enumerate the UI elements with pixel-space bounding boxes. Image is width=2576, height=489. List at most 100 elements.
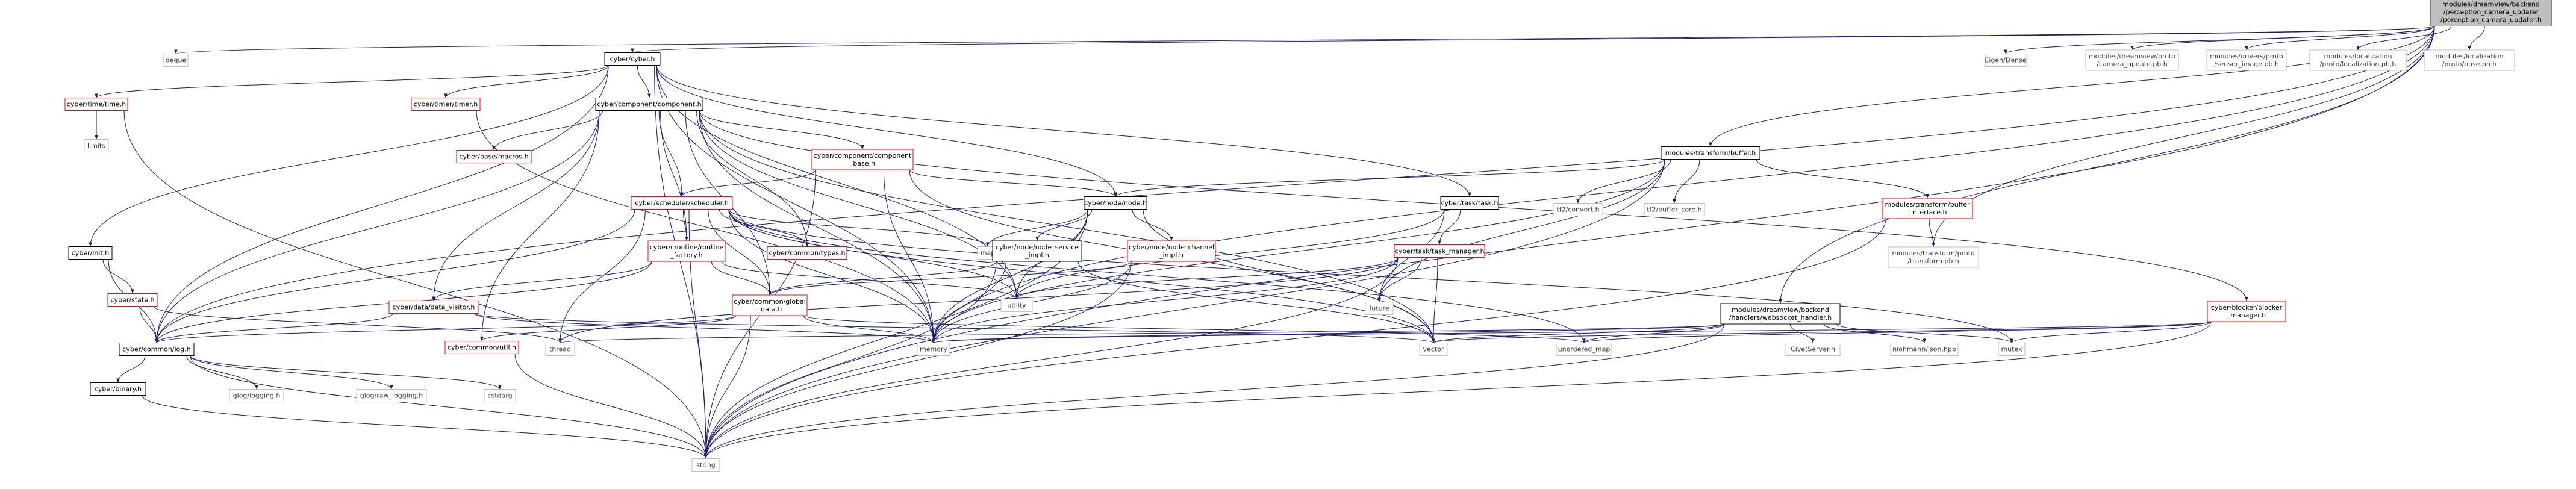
node-label-line: cyber/task/task.h xyxy=(1441,199,1498,207)
node-label-line: cyber/croutine/routine xyxy=(650,243,724,251)
node-time[interactable]: cyber/time/time.h xyxy=(64,98,128,111)
node-box xyxy=(1084,196,1147,210)
node-memory[interactable]: memory xyxy=(917,343,950,356)
node-macros[interactable]: cyber/base/macros.h xyxy=(456,150,532,163)
node-box xyxy=(1419,343,1448,356)
node-glog[interactable]: glog/logging.h xyxy=(229,389,284,402)
node-label-line: cyber/common/util.h xyxy=(448,344,516,352)
node-ws[interactable]: modules/dreamview/backend/handlers/webso… xyxy=(1720,303,1841,325)
node-routine[interactable]: cyber/croutine/routine_factory.h xyxy=(647,240,726,262)
edge-scheduler-to-routine xyxy=(682,209,688,241)
node-box xyxy=(411,98,481,111)
node-timer[interactable]: cyber/timer/timer.h xyxy=(411,98,481,111)
edge-task-to-taskmgr xyxy=(1438,209,1461,245)
node-box xyxy=(1890,343,1959,356)
node-task[interactable]: cyber/task/task.h xyxy=(1440,196,1499,210)
node-json[interactable]: nlohmann/json.hpp xyxy=(1890,343,1959,356)
edge-component-to-log xyxy=(155,110,600,343)
node-binary[interactable]: cyber/binary.h xyxy=(90,382,146,396)
node-root[interactable]: modules/dreamview/backend/perception_cam… xyxy=(2430,0,2552,26)
edge-root-to-deque xyxy=(175,26,2435,54)
node-sensor_pb[interactable]: modules/drivers/proto/sensor_image.pb.h xyxy=(2206,49,2287,71)
node-loc_pb[interactable]: modules/localization/proto/localization.… xyxy=(2309,49,2407,71)
node-string[interactable]: string xyxy=(691,458,720,472)
node-node[interactable]: cyber/node/node.h xyxy=(1084,196,1147,210)
node-box xyxy=(631,196,733,210)
node-component[interactable]: cyber/component/component.h xyxy=(595,98,703,111)
node-civet[interactable]: CivetServer.h xyxy=(1785,343,1841,356)
edge-nodesvc-to-vector xyxy=(1077,261,1435,343)
node-cam_pb[interactable]: modules/dreamview/proto/camera_update.pb… xyxy=(2085,49,2179,71)
node-types[interactable]: cyber/common/types.h xyxy=(767,246,847,260)
node-glograw[interactable]: glog/raw_logging.h xyxy=(356,389,427,402)
node-buffer[interactable]: modules/transform/buffer.h xyxy=(1661,146,1760,160)
node-label-line: /camera_update.pb.h xyxy=(2097,60,2167,68)
node-label-line: utility xyxy=(1007,302,1026,310)
node-mutex[interactable]: mutex xyxy=(1998,343,2026,356)
node-label-line: modules/localization xyxy=(2436,52,2504,60)
node-box xyxy=(1556,343,1612,356)
edge-component-to-memory xyxy=(699,110,935,343)
node-label-line: cyber/node/node_channel xyxy=(1129,243,1214,251)
node-box xyxy=(691,458,720,472)
node-umap[interactable]: unordered_map xyxy=(1556,343,1612,356)
node-tf2core[interactable]: tf2/buffer_core.h xyxy=(1644,203,1705,216)
edge-ws-to-json xyxy=(1823,323,1926,343)
edge-log-to-cstdarg xyxy=(190,355,502,390)
node-box xyxy=(1661,146,1760,160)
edge-component-to-visitor xyxy=(432,110,600,301)
node-tf2conv[interactable]: tf2/convert.h xyxy=(1553,203,1603,216)
node-state[interactable]: cyber/state.h xyxy=(107,293,158,307)
node-global[interactable]: cyber/common/global_data.h xyxy=(732,294,808,316)
node-log[interactable]: cyber/common/log.h xyxy=(119,343,195,356)
edge-taskmgr-to-future xyxy=(1377,257,1422,302)
node-eigen[interactable]: Eigen/Dense xyxy=(1985,54,2027,67)
node-util[interactable]: cyber/common/util.h xyxy=(444,341,519,354)
edge-component-to-macros xyxy=(492,110,603,151)
node-future[interactable]: future xyxy=(1365,302,1394,315)
node-nodesvc[interactable]: cyber/node/node_service_impl.h xyxy=(992,240,1082,262)
edge-scheduler-to-thread xyxy=(558,209,646,343)
node-visitor[interactable]: cyber/data/data_visitor.h xyxy=(388,301,479,314)
node-bufiface[interactable]: modules/transform/buffer_interface.h xyxy=(1882,198,1973,219)
edge-blocker-to-umap xyxy=(1582,321,2212,343)
node-label-line: cyber/time/time.h xyxy=(67,101,126,108)
node-label-line: modules/dreamview/backend xyxy=(2442,1,2540,8)
node-limits[interactable]: limits xyxy=(84,139,109,152)
edge-node-to-nodechan xyxy=(1132,209,1173,241)
node-label-line: cyber/scheduler/scheduler.h xyxy=(635,199,728,207)
node-scheduler[interactable]: cyber/scheduler/scheduler.h xyxy=(631,196,733,210)
node-tfpb[interactable]: modules/transform/proto/transform.pb.h xyxy=(1888,246,1979,268)
edge-compbase-to-node xyxy=(909,169,1117,197)
node-box xyxy=(767,246,847,260)
node-cyber[interactable]: cyber/cyber.h xyxy=(604,52,661,66)
edge-cyber-to-node xyxy=(656,65,1117,197)
edge-root-to-memory xyxy=(932,26,2435,343)
node-compbase[interactable]: cyber/component/component_base.h xyxy=(811,149,914,170)
edge-root-to-buffer xyxy=(1709,26,2435,147)
node-init[interactable]: cyber/init.h xyxy=(68,246,113,260)
edge-scheduler-to-memory xyxy=(728,209,935,343)
node-nodechan[interactable]: cyber/node/node_channel_impl.h xyxy=(1127,240,1216,262)
node-utility[interactable]: utility xyxy=(1000,299,1033,312)
node-vector[interactable]: vector xyxy=(1419,343,1448,356)
edge-blocker-to-vector xyxy=(1432,321,2212,343)
node-cstdarg[interactable]: cstdarg xyxy=(484,389,516,402)
edge-visitor-to-memory xyxy=(474,313,935,343)
node-thread[interactable]: thread xyxy=(545,343,575,356)
node-box xyxy=(1127,240,1216,262)
node-label-line: cstdarg xyxy=(487,392,512,400)
node-blocker[interactable]: cyber/blocker/blocker_manager.h xyxy=(2207,301,2286,322)
node-box xyxy=(163,54,189,67)
node-pose_pb[interactable]: modules/localization/proto/pose.pb.h xyxy=(2424,49,2515,71)
node-box xyxy=(1985,54,2027,67)
node-deque[interactable]: deque xyxy=(163,54,189,67)
edge-state-to-thread xyxy=(153,306,562,343)
node-taskmgr[interactable]: cyber/task/task_manager.h xyxy=(1394,244,1485,258)
node-label-line: cyber/blocker/blocker xyxy=(2211,304,2283,311)
edge-time-to-string xyxy=(123,110,708,459)
node-box xyxy=(992,240,1082,262)
node-label-line: modules/transform/proto xyxy=(1892,249,1975,257)
node-label-line: memory xyxy=(920,346,947,354)
edge-binary-to-string xyxy=(142,395,708,459)
